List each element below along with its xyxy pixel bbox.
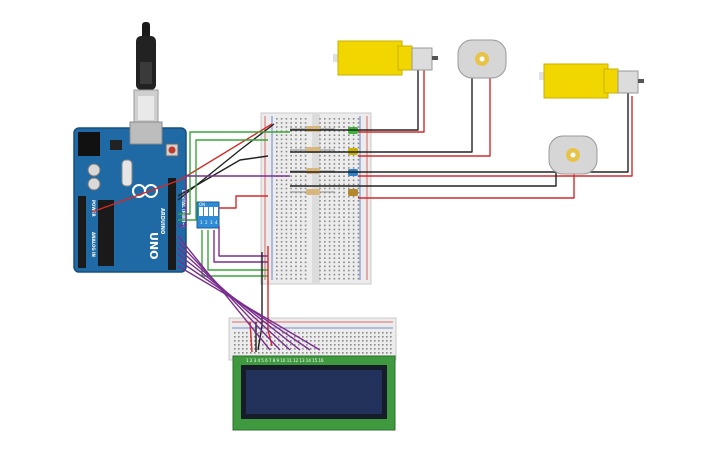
dip-number-1: 1: [200, 220, 203, 225]
dip-number-4: 4: [215, 220, 218, 225]
wire-green: [178, 131, 290, 215]
wire-green: [207, 230, 268, 271]
wire-motor-black: [290, 92, 629, 173]
wire-black: [177, 123, 275, 201]
dip-on-label: ON: [199, 202, 205, 207]
wire-red: [249, 321, 253, 353]
wire-purple: [213, 230, 268, 263]
capacitor: [87, 177, 101, 191]
lcd-pin-numbers: 1 2 3 4 5 6 7 8 9 10 11 12 13 14 15 16: [246, 358, 324, 363]
dc-motor: [457, 39, 507, 79]
atmega-chip: [98, 200, 114, 266]
wire-black: [257, 252, 263, 351]
wire-motor-red: [358, 66, 425, 133]
wire-red: [219, 195, 268, 209]
analog-pins-label: ANALOG IN: [91, 232, 96, 257]
lcd-breadboard: [228, 317, 397, 361]
wire-red: [91, 123, 273, 213]
geared-motor: [539, 63, 644, 99]
wire-motor-red: [358, 96, 633, 177]
wire-green: [201, 230, 268, 277]
wire-motor-black: [290, 66, 419, 131]
lcd-screen: [246, 370, 382, 414]
wire-motor-red: [358, 78, 491, 157]
analog-header: [78, 196, 86, 268]
led-orange: [348, 189, 358, 196]
power-pins-label: POWER: [91, 200, 96, 217]
board-model-label: UNO: [147, 232, 160, 260]
wire-motor-red: [358, 168, 575, 199]
digital-header: [168, 178, 176, 270]
crystal: [121, 159, 133, 187]
usb-cable: [133, 22, 159, 127]
capacitor: [87, 163, 101, 177]
arduino-logo-icon: [132, 184, 158, 198]
usb-socket: [129, 121, 163, 145]
wire-purple: [177, 265, 321, 351]
dip-number-3: 3: [210, 220, 213, 225]
main-breadboard: [260, 112, 372, 285]
wire-green: [178, 139, 268, 221]
board-brand-label: ARDUINO: [159, 208, 165, 234]
digital-pins-label: DIGITAL (PWM~): [181, 190, 186, 228]
wire-purple: [218, 226, 268, 257]
wires: [91, 66, 633, 353]
wire-black: [177, 155, 269, 197]
lcd-16x2: 1 2 3 4 5 6 7 8 9 10 11 12 13 14 15 16: [232, 355, 396, 431]
arduino-uno-board: UNO ARDUINO DIGITAL (PWM~) ANALOG IN POW…: [73, 121, 187, 273]
power-jack: [78, 132, 100, 156]
dc-motor: [548, 135, 598, 175]
dip-switch[interactable]: ON 1 2 3 4: [196, 201, 220, 229]
wire-motor-black: [290, 78, 473, 153]
resistor: [290, 189, 335, 195]
wire-purple: [178, 175, 290, 227]
geared-motor: [333, 40, 438, 76]
dip-number-2: 2: [205, 220, 208, 225]
